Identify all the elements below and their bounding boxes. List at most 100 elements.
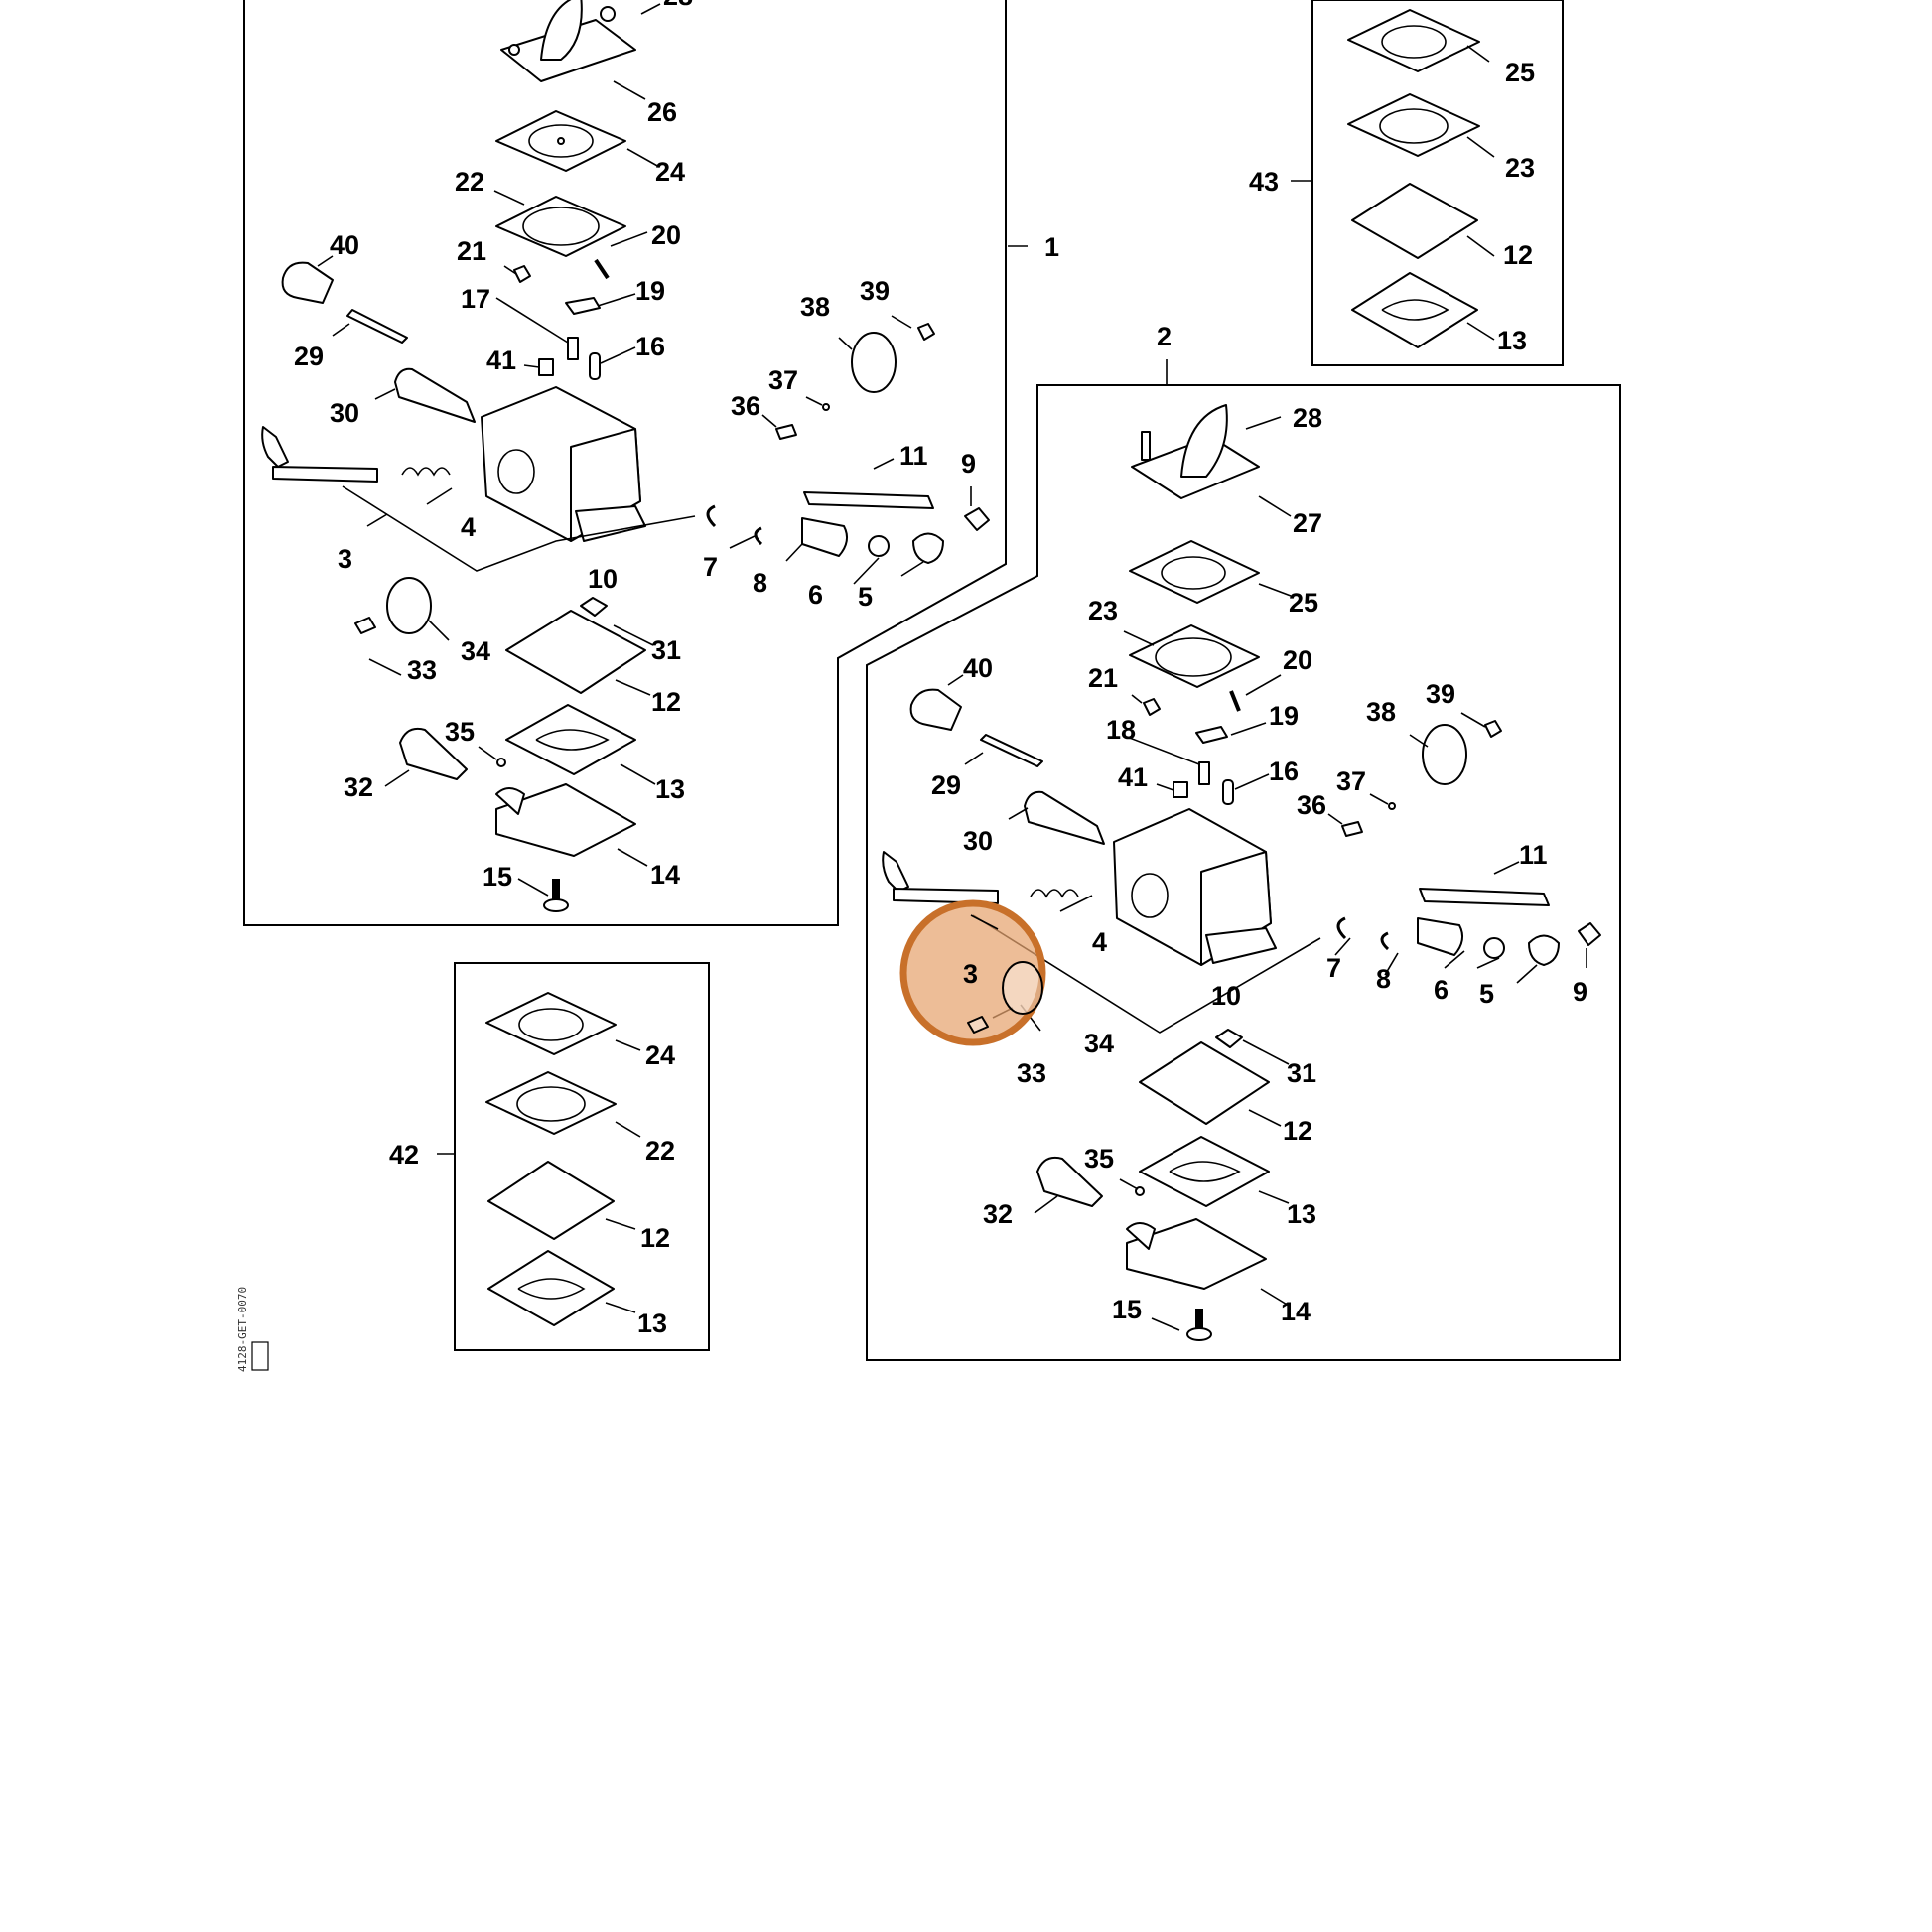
callout-r16: 16 [1269, 757, 1299, 786]
callout-17: 17 [461, 284, 490, 314]
right-assembly-callouts: 28 27 25 23 20 21 19 18 16 41 40 29 30 3… [931, 403, 1587, 1326]
callout-r19: 19 [1269, 701, 1299, 731]
callout-43: 43 [1249, 167, 1279, 197]
callout-38: 38 [800, 292, 830, 322]
drawing-code-box [251, 1341, 269, 1371]
callout-r14: 14 [1281, 1297, 1311, 1326]
callout-12: 12 [651, 687, 681, 717]
kit-42-parts [485, 992, 617, 1326]
callout-42-24: 24 [645, 1040, 675, 1070]
kit-43-parts [1347, 9, 1480, 348]
callout-30: 30 [330, 398, 359, 428]
callout-43-13: 13 [1497, 326, 1527, 355]
callout-r41: 41 [1118, 762, 1148, 792]
callout-7: 7 [703, 552, 718, 582]
callout-r23: 23 [1088, 596, 1118, 625]
callout-r39: 39 [1426, 679, 1455, 709]
callout-31: 31 [651, 635, 681, 665]
callout-1: 1 [1044, 232, 1059, 262]
callout-19: 19 [635, 276, 665, 306]
drawing-code: 4128-GET-0070 [236, 1287, 249, 1372]
callout-r37: 37 [1336, 766, 1366, 796]
callout-43-25: 25 [1505, 58, 1535, 87]
callout-43-23: 23 [1505, 153, 1535, 183]
callout-r7: 7 [1326, 953, 1341, 983]
callout-14: 14 [650, 860, 680, 890]
callout-r5: 5 [1479, 979, 1494, 1009]
callout-37: 37 [768, 365, 798, 395]
callout-15: 15 [483, 862, 512, 892]
top-assembly-parts [261, 0, 990, 912]
callout-13: 13 [655, 774, 685, 804]
callout-39: 39 [860, 276, 890, 306]
callout-16: 16 [635, 332, 665, 361]
callout-r13: 13 [1287, 1199, 1316, 1229]
kit-43-callouts: 25 23 12 13 [1497, 58, 1535, 355]
callout-r30: 30 [963, 826, 993, 856]
callout-36: 36 [731, 391, 760, 421]
highlight-part-3[interactable]: 3 [899, 899, 1046, 1046]
callout-r36: 36 [1297, 790, 1326, 820]
frame-assembly-1 [243, 0, 1007, 926]
callout-r4: 4 [1092, 927, 1107, 957]
callout-r33: 33 [1017, 1058, 1046, 1088]
callout-24: 24 [655, 157, 685, 187]
callout-r12: 12 [1283, 1116, 1312, 1146]
callout-34: 34 [461, 636, 490, 666]
callout-r6: 6 [1434, 975, 1449, 1005]
callout-2: 2 [1157, 322, 1172, 351]
callout-r28: 28 [1293, 403, 1322, 433]
callout-r15: 15 [1112, 1295, 1142, 1324]
frame-kit-42 [454, 962, 710, 1351]
callout-41: 41 [486, 345, 516, 375]
callout-9: 9 [961, 449, 976, 479]
highlight-circle[interactable] [899, 899, 1046, 1046]
callout-29: 29 [294, 342, 324, 371]
callout-26: 26 [647, 97, 677, 127]
callout-21: 21 [457, 236, 486, 266]
kit-42-callouts: 24 22 12 13 [637, 1040, 675, 1338]
callout-r3: 3 [963, 959, 978, 989]
callout-r40: 40 [963, 653, 993, 683]
callout-r29: 29 [931, 770, 961, 800]
leader-lines [317, 3, 1587, 1331]
callout-42-13: 13 [637, 1309, 667, 1338]
callout-11: 11 [899, 441, 928, 471]
callout-6: 6 [808, 580, 823, 610]
callout-r35: 35 [1084, 1144, 1114, 1173]
frame-assembly-2 [866, 384, 1621, 1361]
callout-r27: 27 [1293, 508, 1322, 538]
frame-kit-43 [1311, 0, 1564, 366]
callout-42-12: 12 [640, 1223, 670, 1253]
callout-r38: 38 [1366, 697, 1396, 727]
callout-r11: 11 [1519, 840, 1548, 870]
callout-43-12: 12 [1503, 240, 1533, 270]
right-assembly-parts [882, 404, 1601, 1341]
callout-r20: 20 [1283, 645, 1312, 675]
callout-r32: 32 [983, 1199, 1013, 1229]
callout-35: 35 [445, 717, 475, 747]
callout-42: 42 [389, 1140, 419, 1170]
callout-32: 32 [344, 772, 373, 802]
callout-r8: 8 [1376, 964, 1391, 994]
top-assembly-callouts: 28 26 24 22 20 21 19 17 16 41 40 29 30 3… [294, 0, 976, 892]
callout-28: 28 [663, 0, 693, 11]
drawing-code-text: 4128-GET-0070 [236, 1287, 249, 1372]
callout-r31: 31 [1287, 1058, 1316, 1088]
callout-r21: 21 [1088, 663, 1118, 693]
callout-5: 5 [858, 582, 873, 612]
callout-40: 40 [330, 230, 359, 260]
callout-42-22: 22 [645, 1136, 675, 1166]
callout-3: 3 [338, 544, 352, 574]
callout-r18: 18 [1106, 715, 1136, 745]
callout-8: 8 [753, 568, 767, 598]
callout-r34: 34 [1084, 1029, 1114, 1058]
callout-10: 10 [588, 564, 618, 594]
callout-r25: 25 [1289, 588, 1318, 618]
callout-r10: 10 [1211, 981, 1241, 1011]
callout-r9: 9 [1573, 977, 1587, 1007]
callout-4: 4 [461, 512, 476, 542]
callout-20: 20 [651, 220, 681, 250]
